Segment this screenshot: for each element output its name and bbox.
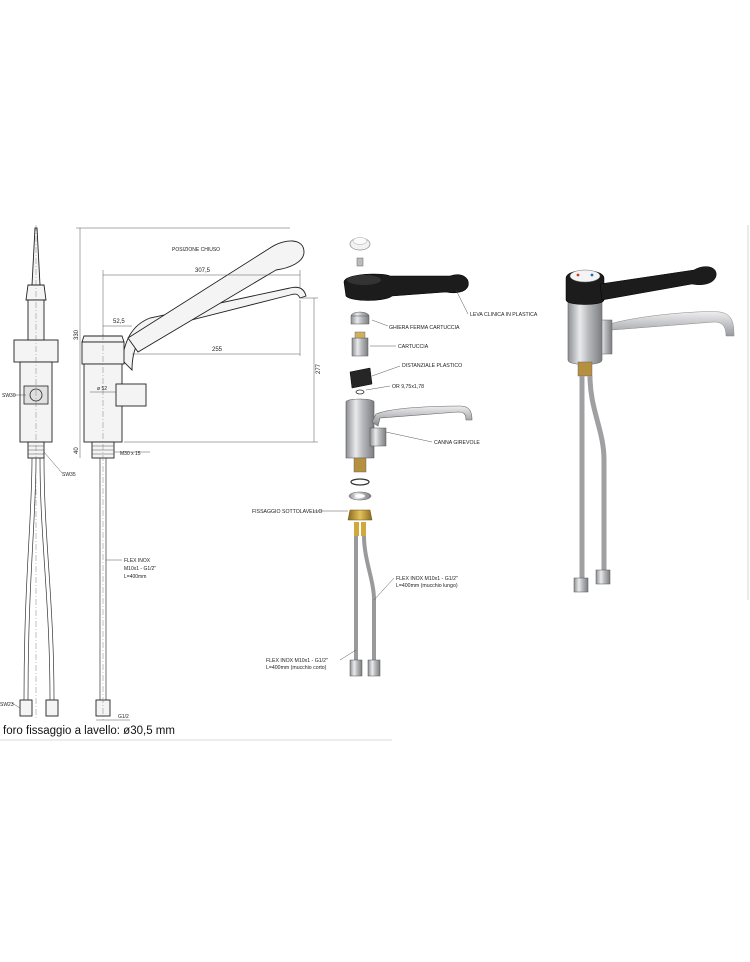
side-hose-2 [39, 457, 51, 701]
fixing-nut [347, 509, 373, 521]
dim-330: 330 [74, 329, 80, 340]
cartridge [351, 337, 369, 357]
label-spout: CANNA GIREVOLE [434, 440, 480, 446]
footer-note: foro fissaggio a lavello: ø30,5 mm [3, 725, 175, 737]
label-closed-position: POSIZIONE CHIUSO [172, 247, 220, 253]
exploded-body [345, 398, 375, 459]
dim-sw35: SW35 [62, 472, 76, 478]
dim-307-5: 307,5 [195, 268, 211, 274]
label-oring: OR 9,75x1,78 [392, 384, 424, 390]
exploded-view [313, 237, 473, 677]
dim-diameter-52: ø 52 [97, 386, 107, 392]
dim-sw30: SW30 [2, 393, 16, 399]
side-hose-fitting-2 [45, 699, 59, 717]
label-fixing: FISSAGGIO SOTTOLAVELLO [252, 509, 322, 515]
dim-g1-2: G1/2 [118, 714, 129, 720]
side-hose-fitting-1 [19, 699, 33, 717]
front-lever [127, 240, 305, 353]
dim-255: 255 [212, 347, 223, 353]
assembled-render [565, 266, 735, 593]
plastic-spacer [349, 367, 373, 389]
front-view-drawing [76, 227, 318, 721]
label-flex-long-2: L=400mm (mucchio lungo) [396, 583, 458, 589]
flex-callout-line-2: M10x1 - G1/2" [124, 566, 156, 572]
label-flex-long-1: FLEX INOX M10x1 - G1/2" [396, 576, 458, 582]
label-flex-short-1: FLEX INOX M10x1 - G1/2" [266, 658, 328, 664]
label-cartridge: CARTUCCIA [398, 344, 429, 350]
render-body [567, 299, 603, 365]
o-ring [355, 389, 365, 395]
flex-callout-line-3: L=400mm [124, 574, 146, 580]
label-spacer: DISTANZIALE PLASTICO [402, 363, 462, 369]
side-view-drawing [11, 225, 63, 720]
dim-52-5: 52,5 [113, 319, 125, 325]
front-spout-nut [115, 383, 147, 407]
dim-m30: M30 x 15 [120, 451, 141, 457]
swivel-spout [371, 405, 473, 427]
washer-rubber [350, 478, 370, 486]
label-flex-short-2: L=400mm (mucchio corto) [266, 665, 327, 671]
label-lever: LEVA CLINICA IN PLASTICA [470, 312, 538, 318]
label-ring-nut: GHIERA FERMA CARTUCCIA [389, 325, 460, 331]
render-cap [569, 269, 601, 283]
flex-hose-long [362, 535, 376, 660]
screw [356, 257, 364, 267]
dim-sw23: SW23 [0, 702, 14, 708]
render-lever [599, 266, 717, 301]
flex-callout-line-1: FLEX INOX [124, 558, 151, 564]
render-hose-2 [587, 375, 607, 572]
side-hose-1 [23, 457, 33, 701]
dim-40: 40 [74, 447, 80, 454]
render-spout [599, 311, 735, 341]
dim-277: 277 [316, 363, 322, 374]
